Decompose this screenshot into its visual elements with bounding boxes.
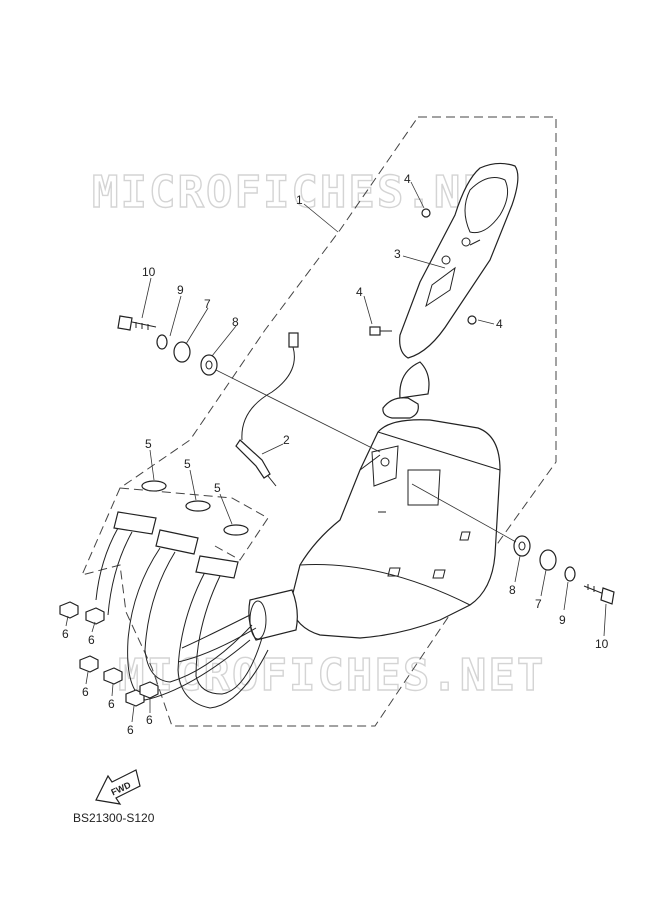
callout-4-left: 4 (356, 285, 363, 299)
callout-8-left: 8 (232, 315, 239, 329)
callout-7-right: 7 (535, 597, 542, 611)
washer-9-left (156, 334, 168, 350)
gasket-5-b (185, 500, 211, 512)
callout-6-c: 6 (82, 685, 89, 699)
bolt-4-right (467, 315, 477, 325)
assembly-boundary-1 (81, 116, 557, 727)
heat-shield (399, 162, 519, 359)
mount-axis-right (411, 483, 517, 543)
callout-7-left: 7 (204, 297, 211, 311)
callout-6-d: 6 (108, 697, 115, 711)
nut-6-c (79, 655, 99, 673)
nut-6-d (103, 667, 123, 685)
leader-lines (65, 181, 607, 723)
bolt-4-top (421, 208, 431, 218)
callout-5-b: 5 (184, 457, 191, 471)
damper-7-left (173, 341, 191, 363)
callout-9-right: 9 (559, 613, 566, 627)
watermark-top: MICROFICHES.NET (92, 167, 519, 218)
collar-8-right (513, 535, 531, 557)
collar-8-left (200, 354, 218, 376)
callout-8-right: 8 (509, 583, 516, 597)
callout-1: 1 (296, 193, 303, 207)
muffler-body (248, 361, 501, 641)
callout-6-f: 6 (146, 713, 153, 727)
callout-5-c: 5 (214, 481, 221, 495)
bolt-10-left (117, 315, 157, 331)
watermark-bottom: MICROFICHES.NET (118, 650, 545, 701)
gasket-5-c (223, 524, 249, 536)
nut-6-b (85, 607, 105, 625)
mount-axis-left (215, 369, 381, 453)
callout-4-right: 4 (496, 317, 503, 331)
callout-6-e: 6 (127, 723, 134, 737)
damper-7-right (539, 549, 557, 571)
callout-9-left: 9 (177, 283, 184, 297)
o2-sensor (235, 332, 299, 487)
bolt-4-left (369, 326, 392, 336)
callout-5-a: 5 (145, 437, 152, 451)
gasket-5-a (141, 480, 167, 492)
callout-10-left: 10 (142, 265, 156, 279)
callout-6-b: 6 (88, 633, 95, 647)
nut-6-a (59, 601, 79, 619)
callout-2: 2 (283, 433, 290, 447)
callout-6-a: 6 (62, 627, 69, 641)
bolt-10-right (583, 584, 615, 605)
exhaust-header-pipes (95, 511, 269, 709)
fwd-arrow: FWD (95, 769, 141, 805)
diagram-code: BS21300-S120 (73, 811, 155, 825)
callout-4-top: 4 (404, 172, 411, 186)
callout-3: 3 (394, 247, 401, 261)
callout-10-right: 10 (595, 637, 609, 651)
nut-6-f (139, 681, 159, 699)
washer-9-right (564, 566, 576, 582)
